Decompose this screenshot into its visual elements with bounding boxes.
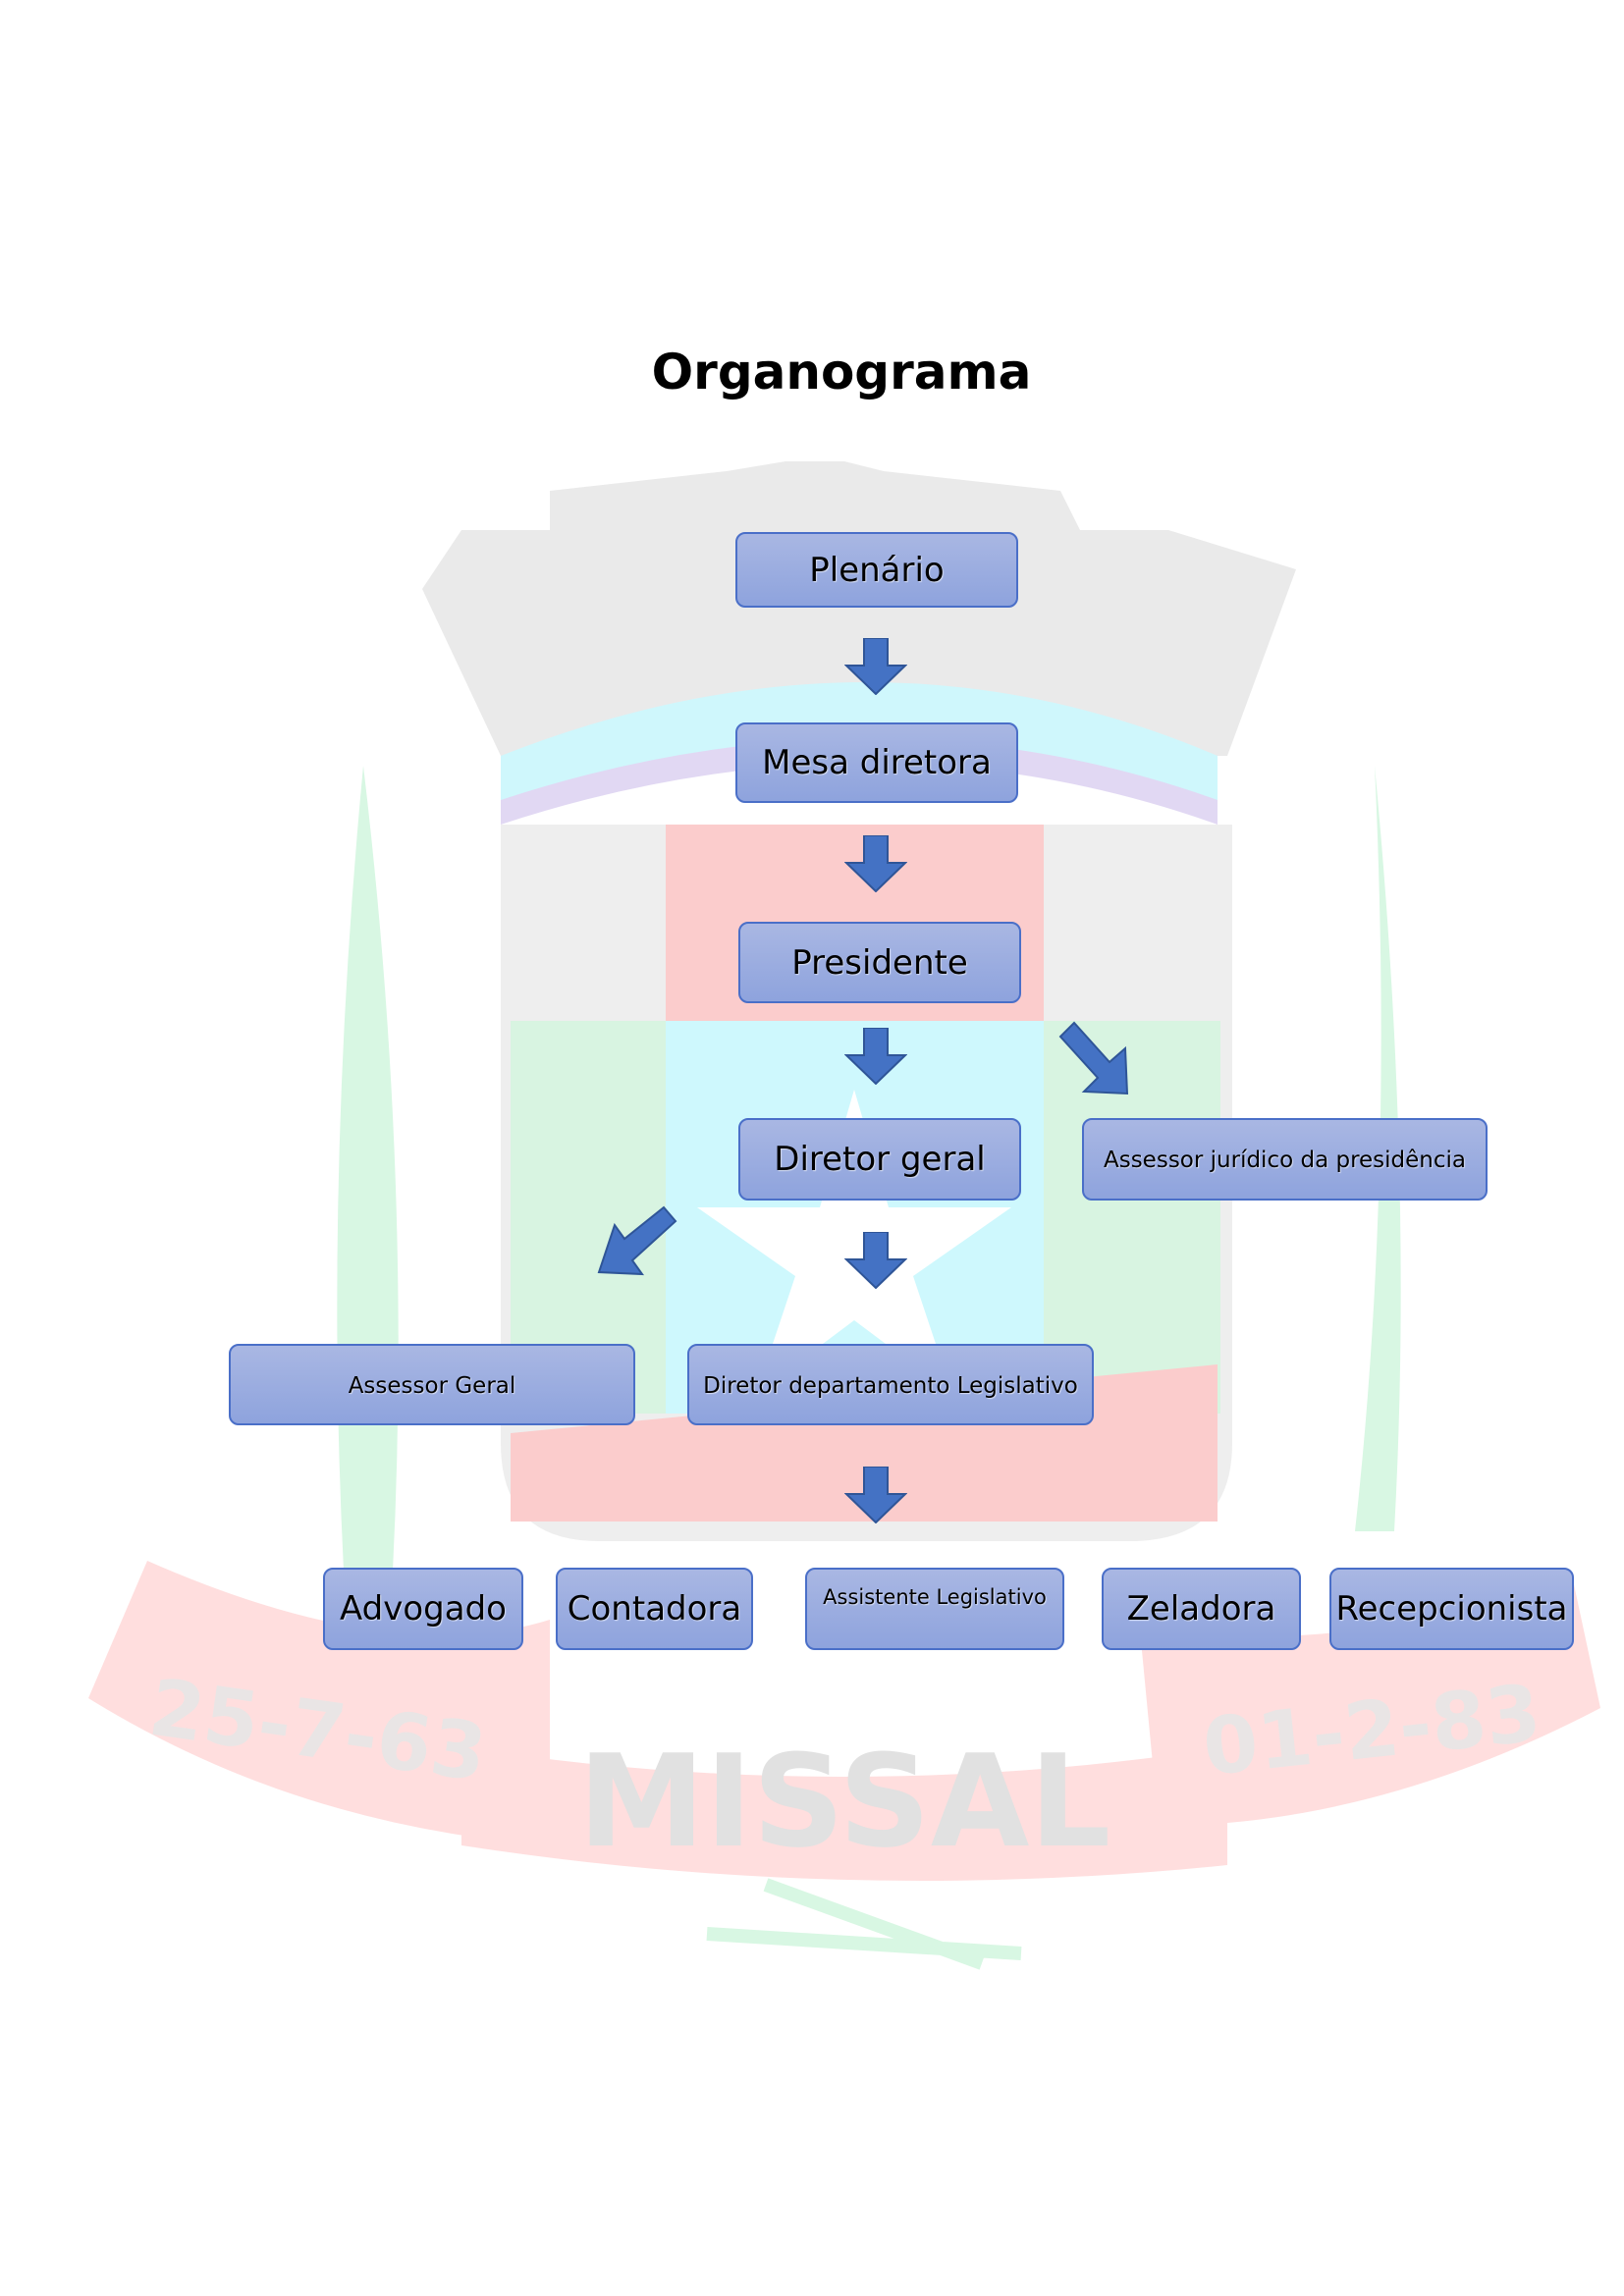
node-contadora: Contadora	[556, 1568, 753, 1650]
watermark-name: MISSAL	[578, 1727, 1111, 1876]
arrow-down-left-icon	[597, 1205, 677, 1276]
node-assessor-geral: Assessor Geral	[229, 1344, 635, 1425]
arrow-down-icon	[844, 1232, 907, 1289]
page-title: Organograma	[651, 344, 1032, 400]
node-advogado: Advogado	[323, 1568, 523, 1650]
arrow-down-right-icon	[1058, 1021, 1129, 1095]
node-assessor-juridico: Assessor jurídico da presidência	[1082, 1118, 1488, 1201]
node-diretor-geral: Diretor geral	[738, 1118, 1021, 1201]
node-zeladora: Zeladora	[1102, 1568, 1301, 1650]
node-mesa-diretora: Mesa diretora	[735, 722, 1018, 803]
node-recepcionista: Recepcionista	[1329, 1568, 1574, 1650]
node-presidente: Presidente	[738, 922, 1021, 1003]
arrow-down-icon	[844, 1467, 907, 1523]
arrow-down-icon	[844, 835, 907, 892]
arrow-down-icon	[844, 1028, 907, 1085]
node-plenario: Plenário	[735, 532, 1018, 608]
node-diretor-legislativo: Diretor departamento Legislativo	[687, 1344, 1094, 1425]
node-assistente-legislativo: Assistente Legislativo	[805, 1568, 1064, 1650]
arrow-down-icon	[844, 638, 907, 695]
